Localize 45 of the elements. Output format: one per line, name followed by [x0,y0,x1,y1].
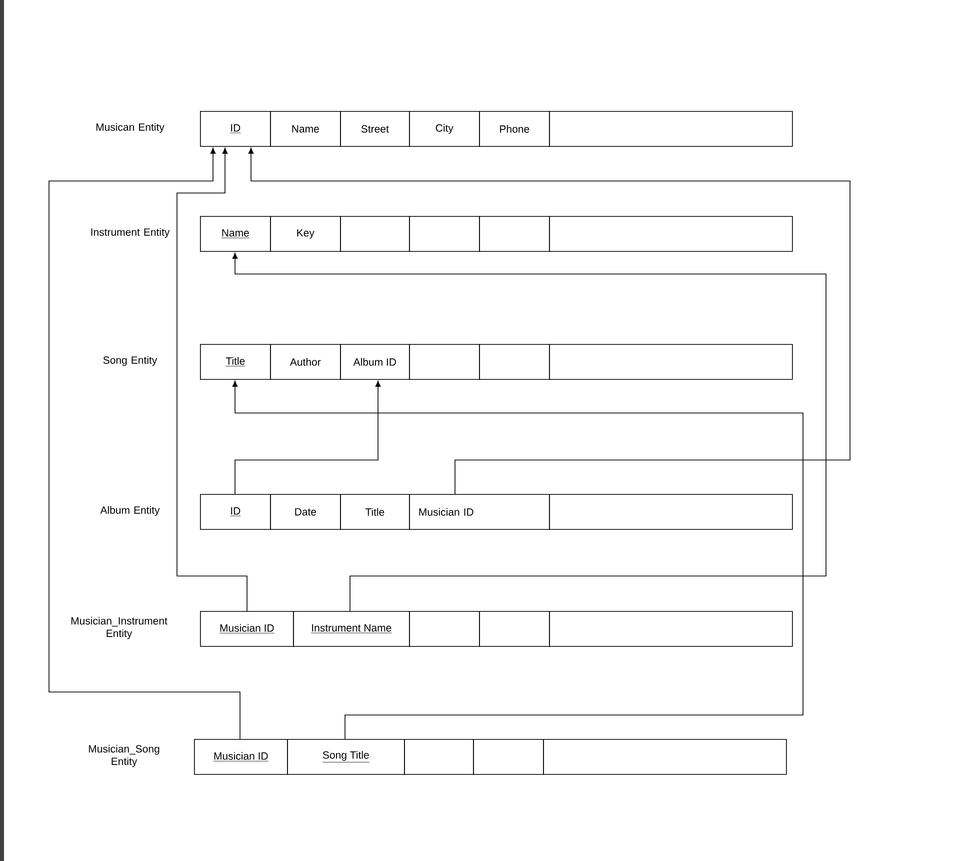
entity-label: Instrument Entity [91,228,170,238]
empty-cell [549,111,793,147]
empty-cell [479,611,550,647]
empty-cell [549,344,793,380]
field-cell: Key [270,216,341,252]
empty-cell [549,611,793,647]
field-cell: Author [270,344,341,380]
field-cell: Phone [479,111,550,147]
connector-arrow [248,148,850,494]
connector-arrow [176,148,248,612]
key-field-cell: Instrument Name [293,611,410,647]
field-cell: Title [340,494,410,530]
empty-cell [409,216,480,252]
field-cell: City [409,111,480,147]
connector-arrow [232,252,826,612]
empty-cell [479,216,550,252]
entity-label: Musician_Instrument Entity [71,616,168,640]
key-field-cell: Musician ID [194,739,288,775]
key-field-cell: Name [200,216,271,252]
empty-cell [543,739,787,775]
empty-cell [404,739,474,775]
empty-cell [549,216,793,252]
field-cell: Street [340,111,410,147]
entity-label: Album Entity [100,506,160,516]
key-field-cell: ID [200,494,271,530]
empty-cell [549,494,793,530]
field-cell: Album ID [340,344,410,380]
empty-cell [479,344,550,380]
connector-arrow [232,380,804,740]
field-cell: Musician ID [409,494,550,530]
entity-label: Musician_Song Entity [88,744,160,768]
key-field-cell: Song Title [287,739,405,775]
entity-label: Musican Entity [96,123,164,133]
field-cell: Date [270,494,341,530]
connector-arrow [48,148,240,740]
connector-arrow [234,380,381,494]
empty-cell [340,216,410,252]
empty-cell [409,611,480,647]
key-field-cell: Musician ID [200,611,294,647]
entity-label: Song Entity [103,356,158,366]
key-field-cell: ID [200,111,271,147]
empty-cell [409,344,480,380]
field-cell: Name [270,111,341,147]
empty-cell [473,739,544,775]
key-field-cell: Title [200,344,271,380]
